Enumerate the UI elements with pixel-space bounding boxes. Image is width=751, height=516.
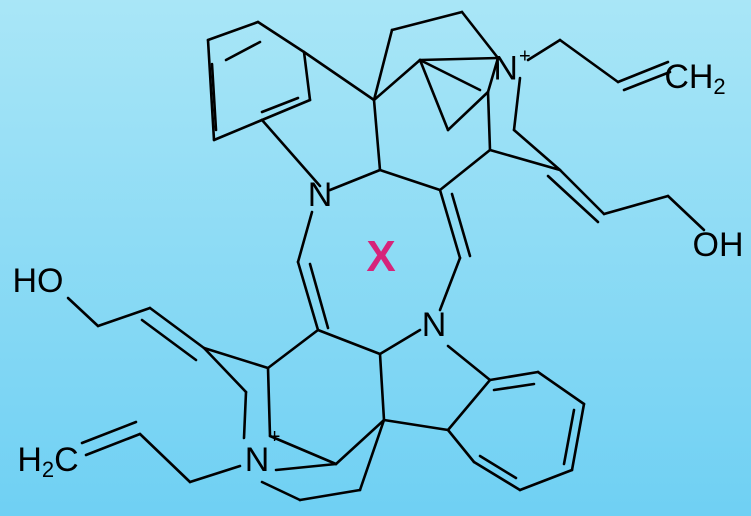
bond-line [526,38,562,62]
center-marker-x: X [366,232,396,281]
bond-line [622,70,672,92]
bond-line [438,256,462,312]
bond-line [66,296,100,328]
bond-line [486,56,500,94]
bond-line [602,194,670,216]
bond-line [188,464,242,484]
bond-line [372,28,394,102]
bond-line [256,20,306,54]
bond-line [438,188,462,260]
atom-n-upper-ammonium: N+ [493,45,531,88]
bond-line [478,454,518,480]
bond-line [558,38,620,84]
bond-line [84,432,142,457]
bond-line [224,40,262,62]
bond-line [438,148,492,192]
bond-line [536,370,586,406]
bond-line [378,328,422,356]
atom-oh-right: OH [692,226,744,264]
bond-line [302,50,312,102]
bond-line [260,98,312,122]
bond-line [268,434,338,466]
bond-line [296,260,320,332]
atom-n-lower-indoline: N [421,306,447,344]
bond-line [202,346,248,394]
bond-line [418,58,450,132]
bond-line [96,306,152,328]
bond-lines [66,10,706,502]
bond-line [372,58,422,102]
bond-line [460,10,500,60]
bond-line [562,408,576,466]
bond-line [446,344,492,382]
bond-line [518,468,574,492]
bond-line [472,460,522,492]
atom-ho-left: HO [12,262,64,300]
bond-line [328,168,382,192]
bond-line [242,390,248,440]
bond-line [666,194,706,232]
bond-line [302,50,376,102]
bond-line [492,382,536,392]
bond-line [138,432,192,484]
bond-line [206,38,216,142]
bond-line [148,306,206,350]
bond-line [140,318,198,362]
bond-line [266,328,320,370]
bond-line [486,90,492,152]
bond-line [212,118,264,142]
bond-line [446,428,476,464]
atom-n-lower-ammonium: N+ [244,426,281,479]
bond-line [488,370,540,382]
bond-line [488,148,562,172]
bond-line [372,98,382,172]
bond-line [390,10,464,32]
atom-n-upper-indoline: N [307,176,333,214]
bond-line [260,96,300,114]
bond-line [260,118,322,188]
bond-line [296,210,314,264]
bond-line [616,60,670,84]
bond-line [418,56,500,62]
bond-line [358,418,386,492]
bond-line [558,168,606,216]
bond-line [80,420,138,445]
bond-line [210,62,218,132]
bond-line [382,418,450,432]
bond-line [206,20,260,42]
atom-h2c-lower: H2C [17,440,79,483]
bond-line [446,90,490,132]
bond-line [450,192,472,258]
bond-line [378,352,386,422]
bond-line [570,402,586,472]
bond-line [308,262,330,330]
bond-line [202,346,270,370]
bond-line [266,366,272,438]
bond-line [274,462,338,472]
bond-line [512,76,522,132]
bond-line [446,378,492,432]
bond-line [334,418,386,466]
bond-line [260,480,302,502]
bond-line [298,488,362,502]
bond-line [546,174,600,224]
bond-line [418,58,482,92]
atom-ch2-upper: CH2 [664,57,726,100]
bond-line [512,128,562,172]
bond-line [378,168,442,192]
bond-line [316,328,382,356]
